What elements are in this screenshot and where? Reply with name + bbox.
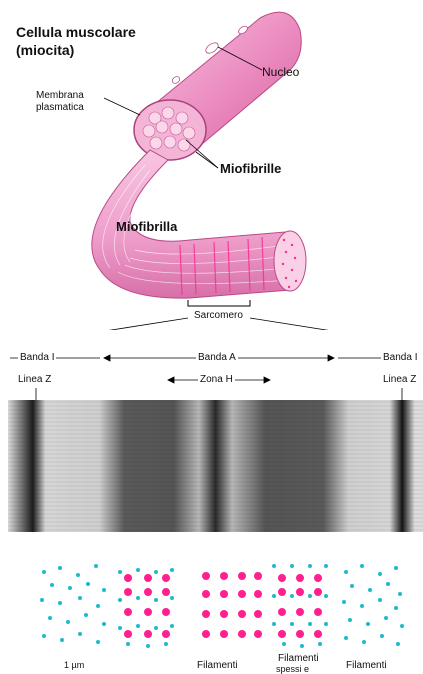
thin-filaments-left bbox=[40, 564, 106, 644]
filaments-thin-label: Filamenti bbox=[197, 660, 238, 671]
scale-label: 1 µm bbox=[64, 660, 84, 670]
thick-filaments-overlap-left bbox=[124, 574, 170, 638]
thick-filaments-overlap-right bbox=[278, 574, 322, 638]
thin-filaments-right bbox=[342, 564, 404, 646]
filaments-right-label: Filamenti bbox=[346, 660, 387, 671]
thick-filaments-center bbox=[202, 572, 262, 638]
filaments-thick-label-line1: Filamenti bbox=[278, 653, 319, 664]
